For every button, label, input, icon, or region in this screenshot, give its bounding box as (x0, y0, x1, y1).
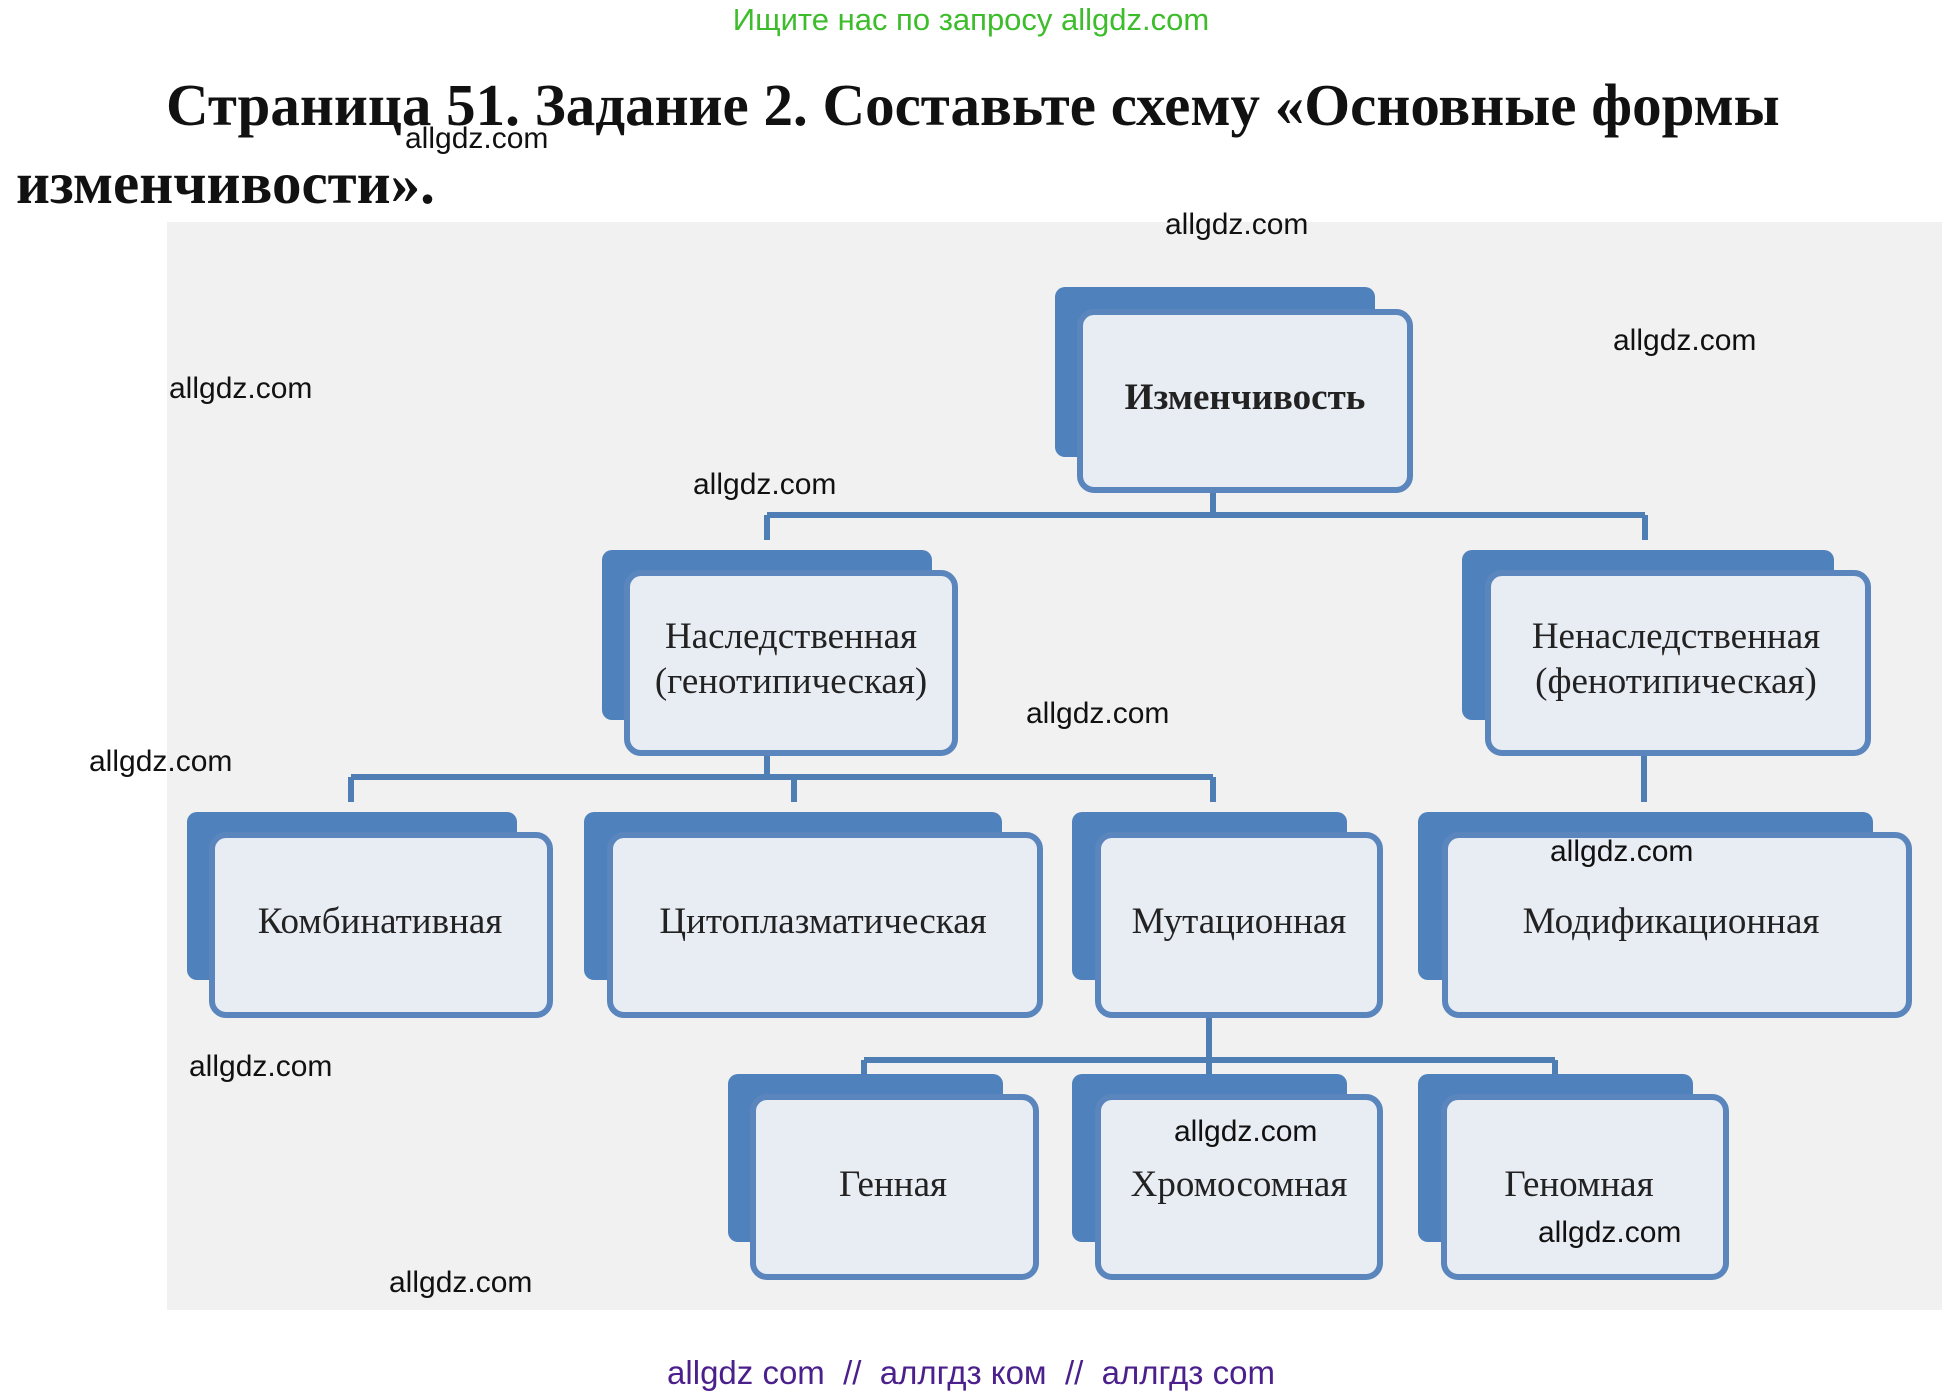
node-hereditary-line1: Наследственная (665, 616, 917, 657)
node-nonhereditary-line1: Ненаследственная (1532, 616, 1820, 657)
node-chromosomal-label: Хромосомная (1131, 1164, 1348, 1205)
node-hereditary-line2: (генотипическая) (655, 661, 927, 702)
search-hint-link[interactable]: Ищите нас по запросу allgdz.com (732, 2, 1210, 37)
node-root: Изменчивость (1055, 287, 1413, 493)
watermark: allgdz.com (1026, 697, 1170, 730)
node-nonhereditary: Ненаследственная (фенотипическая) (1462, 550, 1871, 756)
watermark: allgdz.com (405, 122, 549, 155)
node-root-label: Изменчивость (1125, 377, 1366, 418)
node-hereditary: Наследственная (генотипическая) (602, 550, 958, 756)
watermark: allgdz.com (693, 468, 837, 501)
connector-hereditary (348, 753, 1216, 802)
page-title: Страница 51. Задание 2. Составьте схему … (16, 72, 1780, 216)
node-cytoplasmic-label: Цитоплазматическая (659, 901, 986, 942)
node-cytoplasmic: Цитоплазматическая (584, 812, 1043, 1018)
watermark: allgdz.com (389, 1266, 533, 1299)
watermark: allgdz.com (89, 745, 233, 778)
variability-tree-diagram: Изменчивость Наследственная (генотипичес… (187, 287, 1912, 1280)
node-genomic-label: Геномная (1504, 1164, 1653, 1205)
watermark: allgdz.com (189, 1050, 333, 1083)
node-modification-label: Модификационная (1523, 901, 1820, 942)
footer-links[interactable]: allgdz com // аллгдз ком // аллгдз com (667, 1354, 1275, 1391)
node-modification: Модификационная (1418, 812, 1912, 1018)
diagram-panel: Изменчивость Наследственная (генотипичес… (167, 222, 1942, 1310)
node-combinative: Комбинативная (187, 812, 553, 1018)
connector-mutational (861, 1015, 1558, 1084)
node-combinative-label: Комбинативная (258, 901, 503, 942)
node-chromosomal: Хромосомная (1072, 1074, 1383, 1280)
watermark: allgdz.com (1165, 208, 1309, 241)
watermark: allgdz.com (169, 372, 313, 405)
watermark: allgdz.com (1550, 835, 1694, 868)
node-gene: Генная (728, 1074, 1039, 1280)
connectors (348, 487, 1648, 1084)
node-gene-label: Генная (839, 1164, 947, 1205)
node-nonhereditary-line2: (фенотипическая) (1535, 661, 1817, 702)
node-mutational-label: Мутационная (1132, 901, 1347, 942)
watermark: allgdz.com (1613, 324, 1757, 357)
node-genomic: Геномная (1418, 1074, 1729, 1280)
watermark: allgdz.com (1538, 1216, 1682, 1249)
watermark: allgdz.com (1174, 1115, 1318, 1148)
node-mutational: Мутационная (1072, 812, 1383, 1018)
connector-root (764, 487, 1648, 540)
